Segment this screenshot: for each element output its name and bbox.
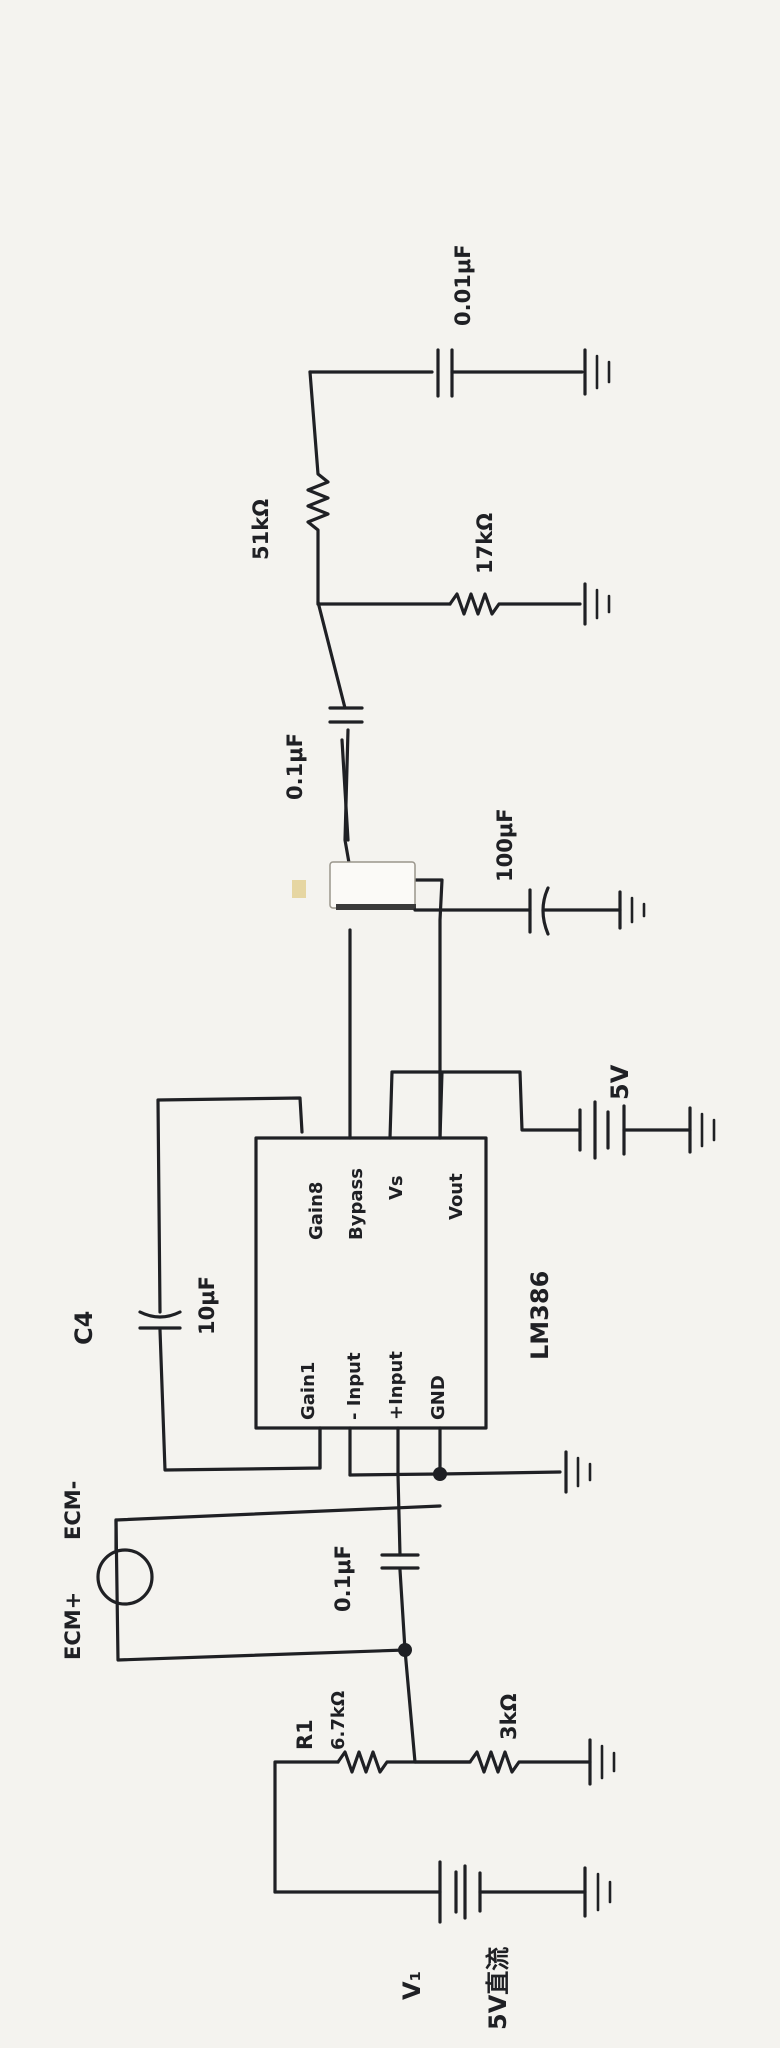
wire-c4-loop [158,1328,322,1472]
pin-gain8-label: Gain8 [306,1182,327,1240]
wire-input-bus [348,1470,562,1477]
tape-patch [292,861,416,910]
wire-pin-stubs [318,1426,442,1477]
ground-symbol-17k [583,582,611,626]
v1-name-label: V₁ [398,1971,426,2000]
wire-ecm-plus [114,1518,407,1662]
wire-input-node [403,1648,417,1764]
r-17k-label: 17kΩ [473,513,497,574]
supply-5v-battery [578,1100,716,1160]
ground-symbol-v1 [583,1866,612,1918]
input-coupling-capacitor [380,1473,420,1652]
wire-ecm-minus [114,1504,442,1552]
r-51k-label: 51kΩ [249,499,273,560]
r-3k-label: 3kΩ [497,1693,521,1740]
c4-capacitor [138,1096,304,1330]
pin-bypass-label: Bypass [346,1168,367,1240]
wire-vout [343,728,444,1140]
r-17k-resistor [448,592,582,616]
c4-value-label: 10μF [195,1276,219,1335]
input-cap-label: 0.1μF [331,1545,355,1612]
c4-name-label: C4 [70,1311,98,1345]
supply-5v-label: 5V [606,1064,634,1100]
pin-minus-input-label: - Input [344,1352,365,1420]
wire-v1-loop [273,1760,340,1894]
ecm-microphone-symbol [96,1548,154,1606]
ic-name-label: LM386 [526,1271,554,1360]
pin-vs-label: Vs [386,1175,407,1200]
output-coupling-capacitor [316,600,364,842]
cap-001uf-label: 0.01μF [451,244,475,326]
r1-value-label: 6.7kΩ [328,1691,349,1750]
r-3k-resistor [413,1750,592,1774]
r-51k-resistor [306,370,330,606]
r1-name-label: R1 [293,1719,317,1750]
pin-gnd-label: GND [428,1375,449,1420]
ground-symbol-input [564,1450,592,1494]
cap-100uf-symbol [528,886,646,936]
output-cap-label: 0.1μF [283,733,307,800]
lm386-ic-body [254,1136,488,1430]
cap-100uf-label: 100μF [493,808,517,882]
v1-value-label: 5V直流 [484,1947,512,2030]
pin-plus-input-label: +Input [386,1351,407,1420]
cap-001uf-symbol [436,348,611,398]
ground-symbol-3k [588,1738,616,1786]
pin-vout-label: Vout [446,1173,467,1220]
wire-ic-top-pins [348,928,582,1140]
ecm-plus-label: ECM+ [61,1592,85,1660]
r1-resistor [336,1750,472,1774]
pin-gain1-label: Gain1 [298,1362,319,1420]
v1-battery-symbol [273,1860,587,1924]
ecm-minus-label: ECM- [61,1481,85,1540]
